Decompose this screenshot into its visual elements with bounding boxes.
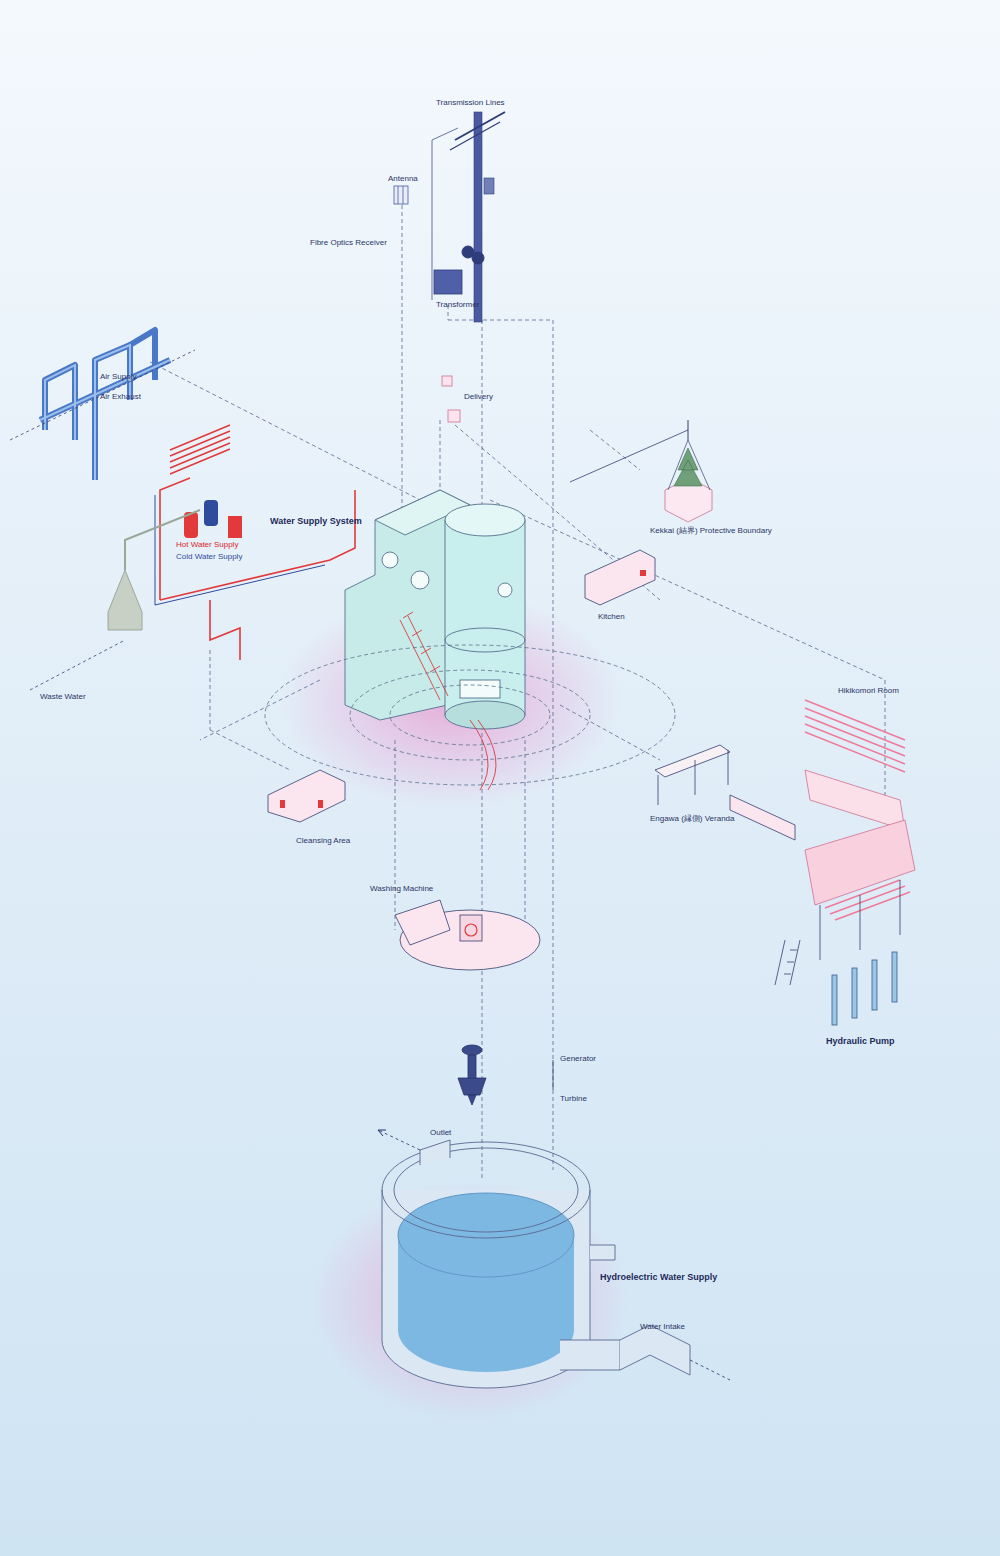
part-label: Engawa (縁側) Veranda <box>650 814 735 823</box>
part-label: Hydraulic Pump <box>826 1036 895 1046</box>
part-label: Hot Water Supply <box>176 540 238 549</box>
part-label: Water Supply System <box>270 516 362 526</box>
part-label: Transmission Lines <box>436 98 505 107</box>
part-label: Hydroelectric Water Supply <box>600 1272 717 1282</box>
part-label: Cleansing Area <box>296 836 350 845</box>
part-label: Hikikomori Room <box>838 686 899 695</box>
part-label: Waste Water <box>40 692 86 701</box>
part-label: Air Exhaust <box>100 392 141 401</box>
part-label: Kekkai (結界) Protective Boundary <box>650 526 772 535</box>
part-label: Fibre Optics Receiver <box>310 238 387 247</box>
part-label: Turbine <box>560 1094 587 1103</box>
part-label: Cold Water Supply <box>176 552 242 561</box>
part-label: Transformer <box>436 300 479 309</box>
part-label: Water Intake <box>640 1322 685 1331</box>
part-label: Outlet <box>430 1128 451 1137</box>
part-label: Air Supply <box>100 372 136 381</box>
part-label: Generator <box>560 1054 596 1063</box>
part-label: Delivery <box>464 392 493 401</box>
part-label: Antenna <box>388 174 418 183</box>
part-label: Washing Machine <box>370 884 433 893</box>
part-label: Kitchen <box>598 612 625 621</box>
